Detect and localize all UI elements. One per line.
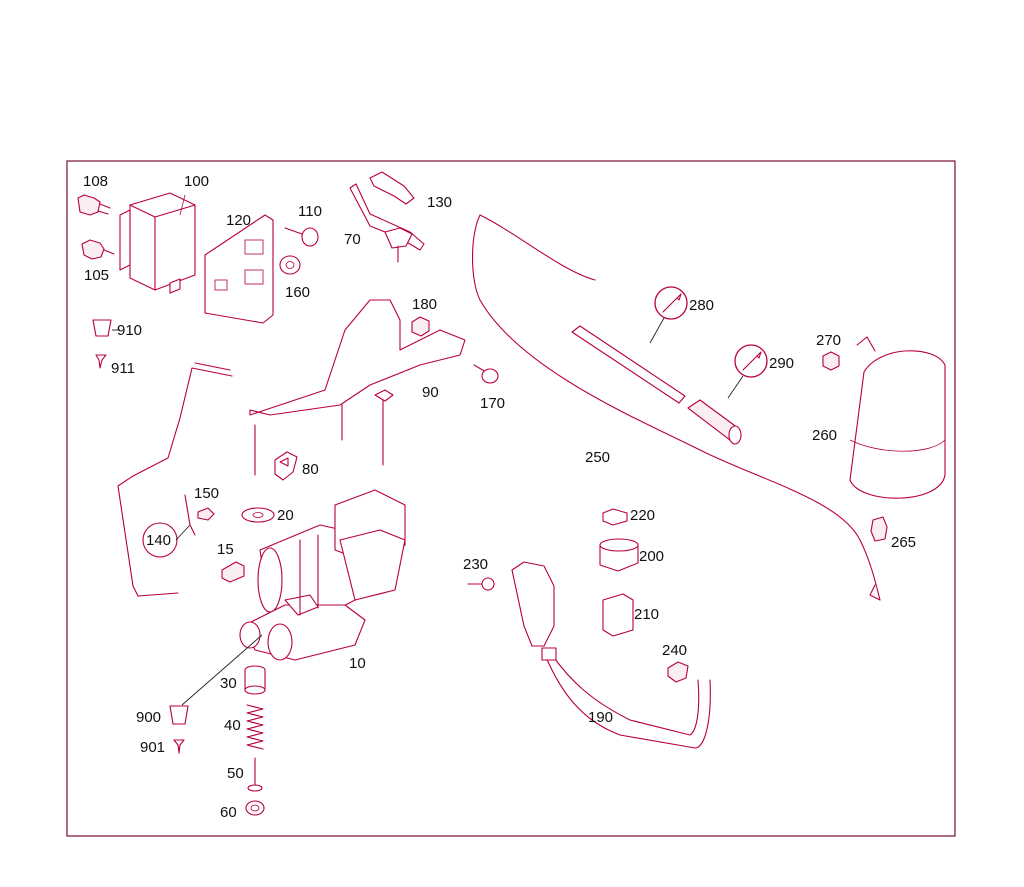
callout-240: 240	[662, 642, 687, 659]
callout-100: 100	[184, 173, 209, 190]
part-260-reservoir	[849, 350, 946, 499]
callout-260: 260	[812, 427, 837, 444]
part-900-cap	[169, 705, 189, 725]
part-910-cap	[92, 319, 112, 337]
callout-80: 80	[302, 461, 319, 478]
callout-265: 265	[891, 534, 916, 551]
part-150-clip	[184, 494, 215, 536]
part-290-adapter	[687, 399, 742, 445]
callout-150: 150	[194, 485, 219, 502]
part-170-bolt	[473, 364, 499, 384]
callout-200: 200	[639, 548, 664, 565]
part-105-fitting	[81, 239, 115, 260]
part-110-bolt	[284, 227, 319, 247]
part-270-nut	[822, 336, 876, 371]
wrench-icon	[649, 286, 688, 344]
part-40-spring	[246, 704, 264, 750]
part-220-clip	[602, 508, 628, 526]
part-160-washer	[279, 255, 301, 275]
callout-270: 270	[816, 332, 841, 349]
part-70-support	[349, 183, 425, 263]
callout-50: 50	[227, 765, 244, 782]
part-265-valve	[870, 516, 888, 542]
diagram-frame	[66, 160, 956, 837]
part-10-compressor	[239, 489, 406, 661]
part-240-clip	[667, 661, 689, 683]
callout-15: 15	[217, 541, 234, 558]
callout-230: 230	[463, 556, 488, 573]
callout-911: 911	[111, 360, 135, 377]
part-120-bracket	[204, 214, 274, 324]
callout-40: 40	[224, 717, 241, 734]
part-140-line	[117, 362, 233, 597]
callout-90: 90	[422, 384, 439, 401]
callout-210: 210	[634, 606, 659, 623]
callout-901: 901	[140, 739, 165, 756]
callout-910: 910	[117, 322, 142, 339]
callout-170: 170	[480, 395, 505, 412]
callout-120: 120	[226, 212, 251, 229]
callout-20: 20	[277, 507, 294, 524]
part-911-pin	[95, 354, 107, 369]
part-20-washer	[241, 507, 275, 523]
part-60-seal	[245, 800, 265, 816]
part-100-control-unit	[119, 192, 196, 294]
part-200-valve	[599, 538, 639, 572]
part-190-line-with-filter	[511, 561, 711, 749]
callout-220: 220	[630, 507, 655, 524]
part-80-clamp	[274, 451, 298, 481]
part-30-valve	[244, 665, 266, 695]
callout-130: 130	[427, 194, 452, 211]
part-50-pin	[247, 757, 263, 792]
callout-30: 30	[220, 675, 237, 692]
callout-60: 60	[220, 804, 237, 821]
part-210-sensor	[602, 593, 634, 637]
callout-190: 190	[588, 709, 613, 726]
callout-160: 160	[285, 284, 310, 301]
part-15-fitting	[221, 561, 245, 583]
callout-900: 900	[136, 709, 161, 726]
callout-140: 140	[146, 532, 171, 549]
part-280-tool-rod	[571, 325, 686, 404]
callout-290: 290	[769, 355, 794, 372]
part-250-air-line	[471, 214, 881, 601]
callout-250: 250	[585, 449, 610, 466]
callout-180: 180	[412, 296, 437, 313]
callout-280: 280	[689, 297, 714, 314]
callout-105: 105	[84, 267, 109, 284]
wrench-icon	[727, 344, 768, 399]
part-130-clip	[369, 171, 415, 205]
leader-lines	[112, 329, 263, 706]
callout-70: 70	[344, 231, 361, 248]
callout-110: 110	[298, 203, 322, 220]
part-230-bolt	[467, 577, 495, 591]
part-108-fitting	[77, 194, 111, 216]
callout-108: 108	[83, 173, 108, 190]
part-90-bracket	[249, 299, 466, 476]
callout-10: 10	[349, 655, 366, 672]
part-901-pin	[173, 739, 185, 754]
part-180-nut	[411, 316, 430, 337]
